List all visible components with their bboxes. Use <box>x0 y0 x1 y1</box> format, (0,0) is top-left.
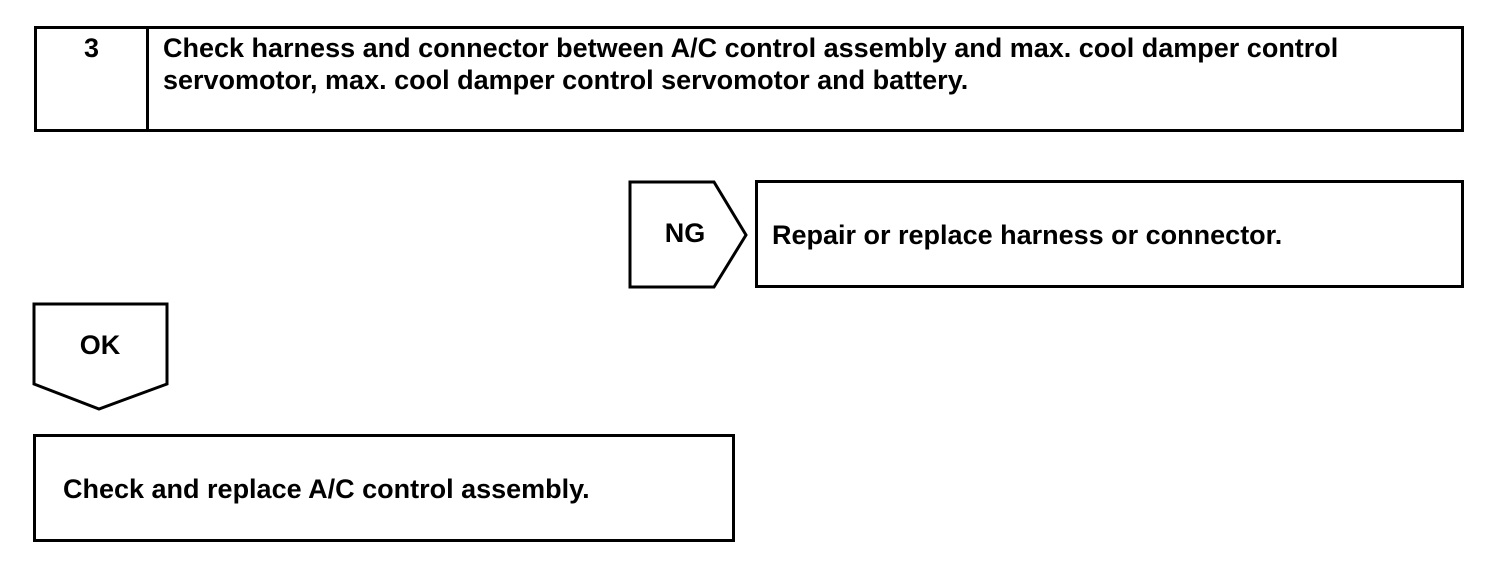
ng-label: NG <box>664 218 706 248</box>
step-box: 3 Check harness and connector between A/… <box>34 26 1464 132</box>
ok-label: OK <box>79 330 121 360</box>
ng-arrow-shape <box>628 180 748 289</box>
ng-branch-tag: NG <box>628 180 750 290</box>
step-instruction: Check harness and connector between A/C … <box>163 33 1339 95</box>
ng-action-text: Repair or replace harness or connector. <box>772 220 1283 250</box>
ok-action-box: Check and replace A/C control assembly. <box>33 434 735 542</box>
ok-branch-tag: OK <box>32 302 170 412</box>
ok-action-text: Check and replace A/C control assembly. <box>63 474 590 504</box>
ng-action-box: Repair or replace harness or connector. <box>755 180 1464 288</box>
ok-arrow-shape <box>32 302 169 411</box>
step-number: 3 <box>37 29 149 129</box>
